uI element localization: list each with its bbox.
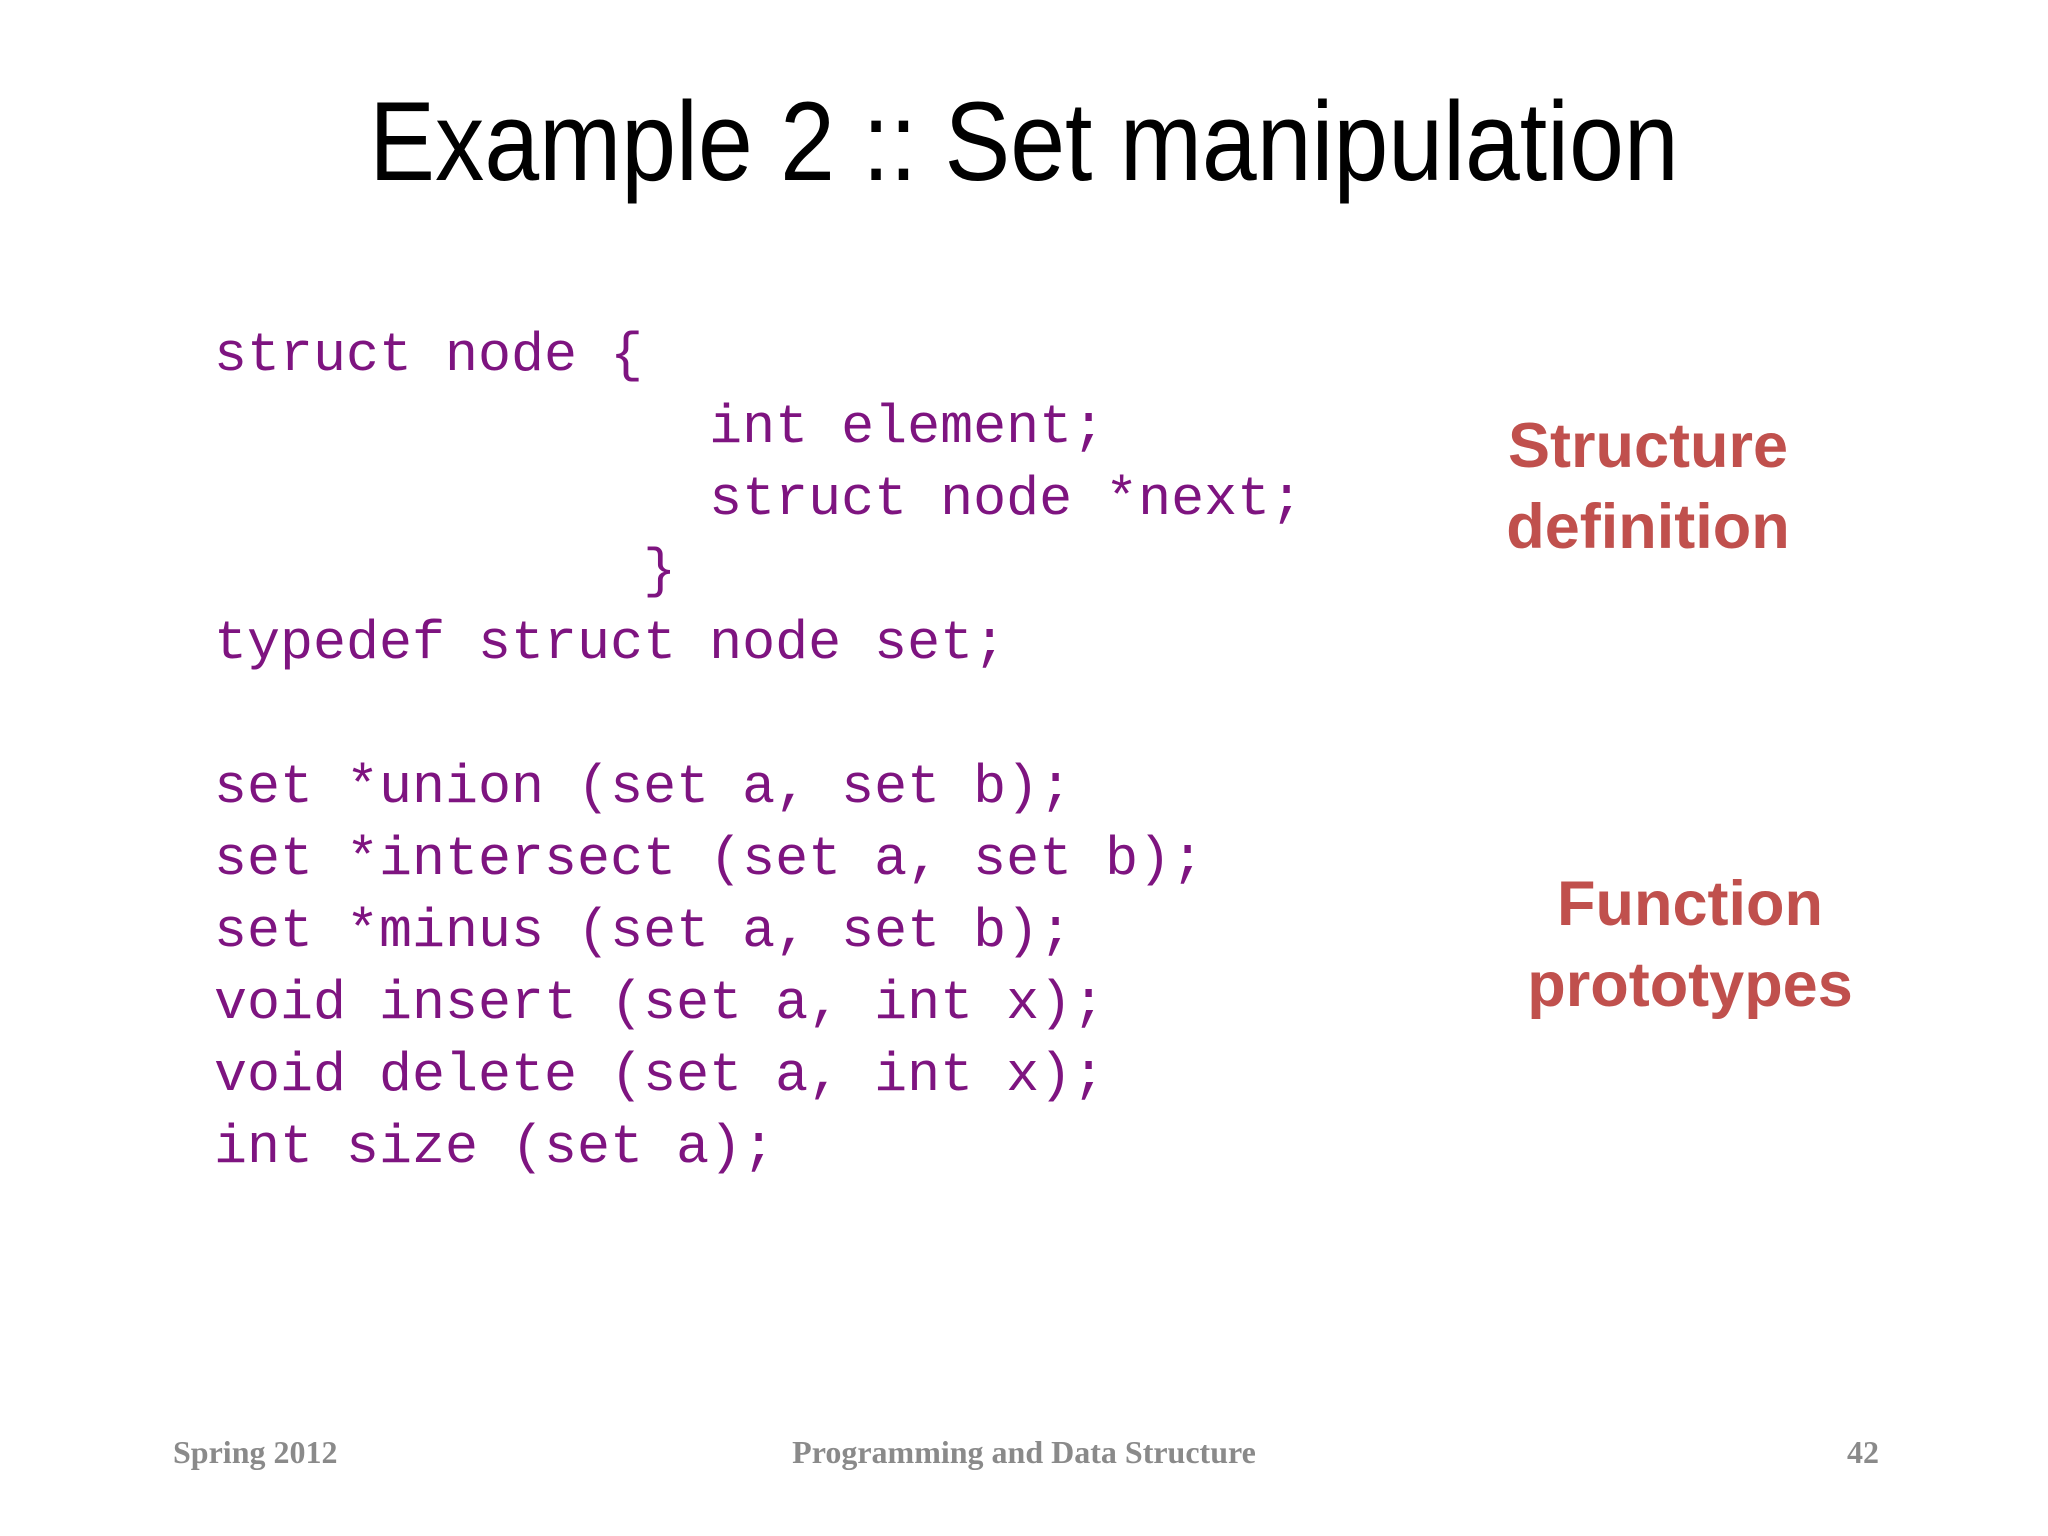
function-prototypes-label: Function prototypes	[1527, 869, 1853, 1020]
footer-semester: Spring 2012	[173, 1434, 338, 1470]
structure-definition-label: Structure definition	[1506, 411, 1790, 562]
code-block: struct node { int element; struct node *…	[214, 324, 1304, 1179]
slide-title: Example 2 :: Set manipulation	[369, 79, 1679, 204]
footer-course-title: Programming and Data Structure	[792, 1434, 1256, 1470]
footer-page-number: 42	[1847, 1434, 1879, 1470]
